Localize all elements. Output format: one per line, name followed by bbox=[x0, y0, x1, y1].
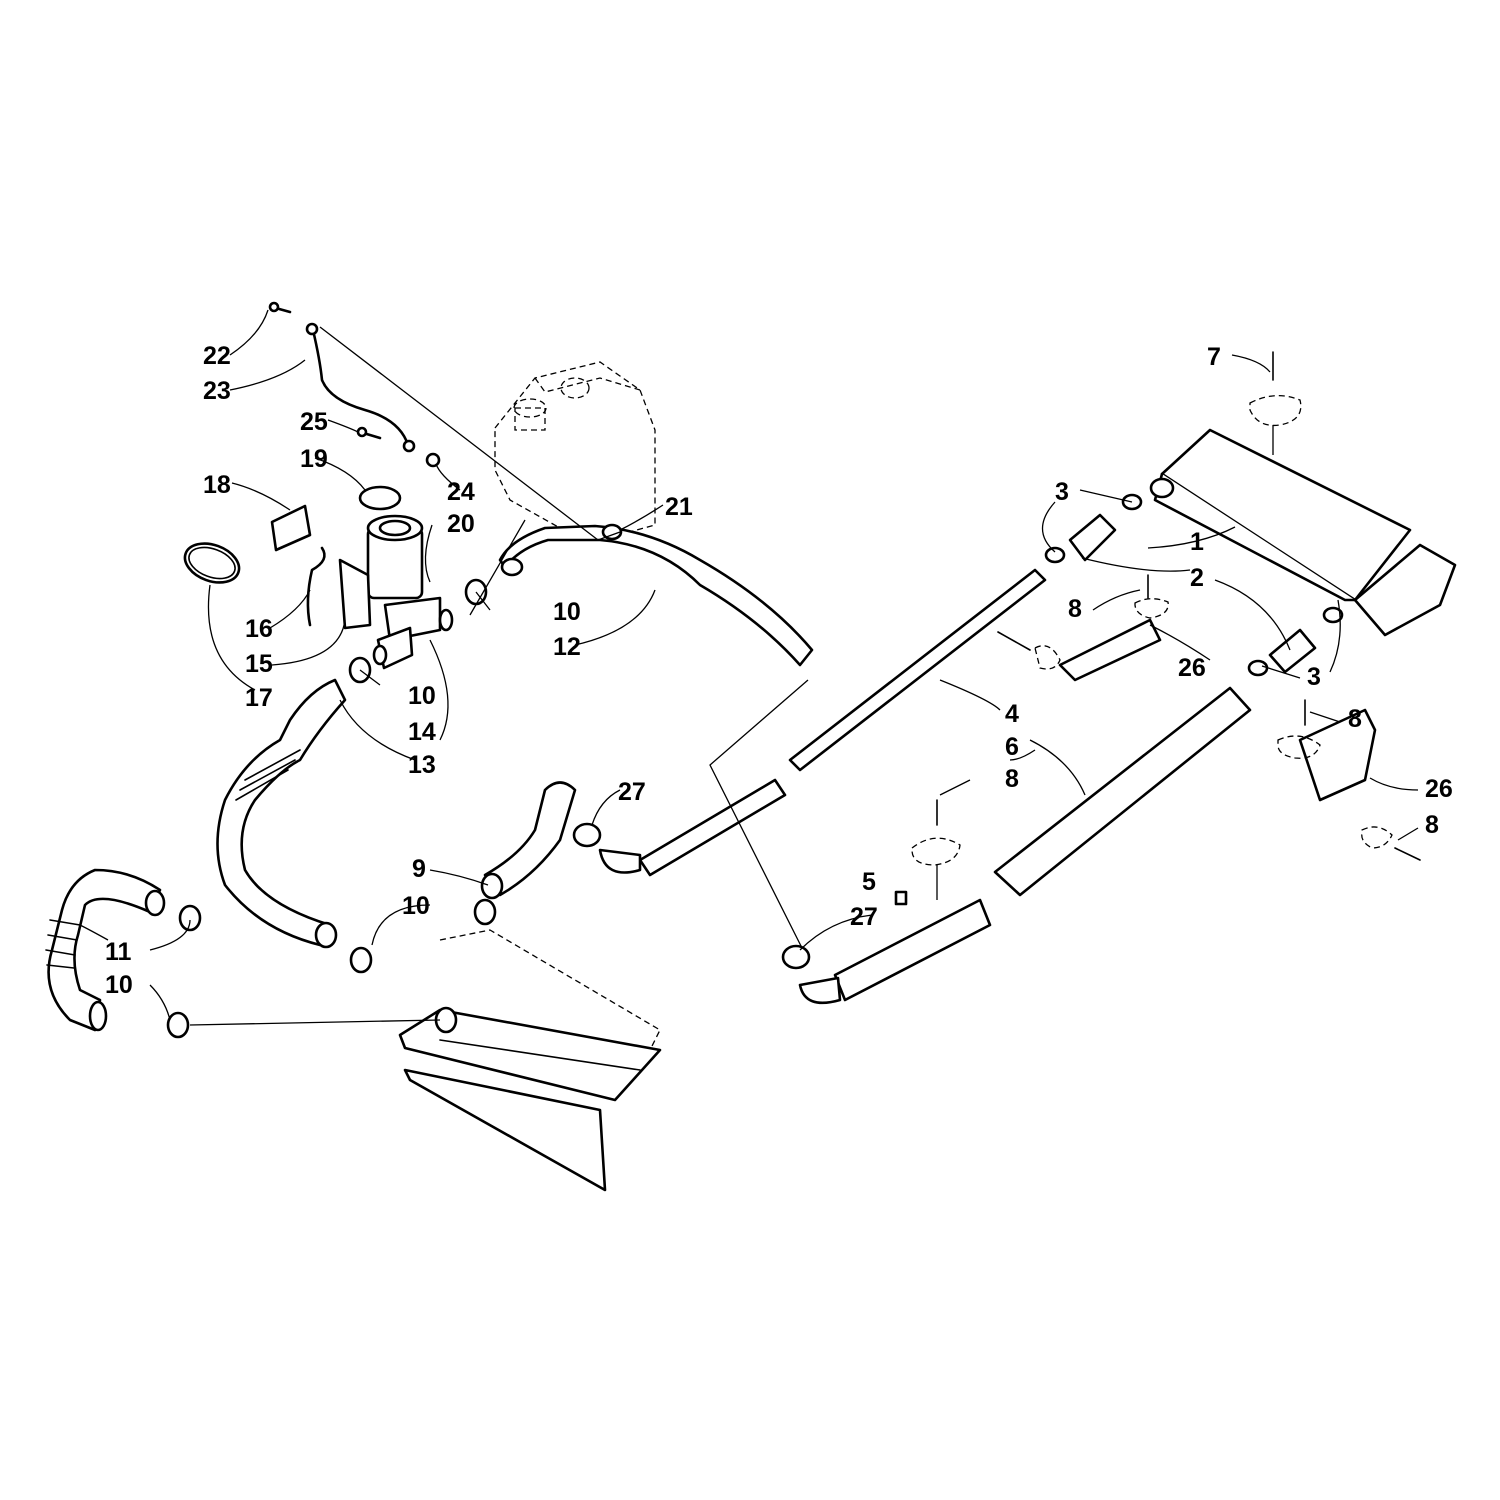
coolant-bottle bbox=[270, 485, 454, 670]
hose-return bbox=[216, 678, 347, 949]
callout-23: 23 bbox=[203, 377, 231, 405]
callout-8: 8 bbox=[1425, 811, 1439, 839]
hose-clamps bbox=[166, 578, 497, 1039]
callout-8: 8 bbox=[1348, 705, 1362, 733]
callout-3: 3 bbox=[1307, 663, 1321, 691]
heat-exchanger-upper bbox=[598, 568, 1047, 877]
callout-16: 16 bbox=[245, 615, 273, 643]
hose-upper bbox=[498, 523, 814, 667]
rivets-and-washers bbox=[911, 351, 1421, 866]
callout-12: 12 bbox=[553, 633, 581, 661]
callout-11: 11 bbox=[105, 938, 132, 966]
callout-27: 27 bbox=[850, 903, 878, 931]
callout-9: 9 bbox=[412, 855, 426, 883]
overflow-tube bbox=[268, 301, 441, 468]
callout-26: 26 bbox=[1425, 775, 1453, 803]
callout-4: 4 bbox=[1005, 700, 1019, 728]
callout-18: 18 bbox=[203, 471, 231, 499]
hoses-short bbox=[1044, 493, 1344, 677]
callout-24: 24 bbox=[447, 478, 475, 506]
hose-lower-left bbox=[45, 868, 166, 1032]
callout-10: 10 bbox=[105, 971, 133, 999]
callout-26: 26 bbox=[1178, 654, 1206, 682]
callout-2: 2 bbox=[1190, 564, 1204, 592]
callout-19: 19 bbox=[300, 445, 328, 473]
callout-13: 13 bbox=[408, 751, 436, 779]
tunnel-section bbox=[398, 929, 662, 1192]
callout-27: 27 bbox=[618, 778, 646, 806]
hose-mid bbox=[480, 781, 577, 900]
callout-25: 25 bbox=[300, 408, 328, 436]
callout-14: 14 bbox=[408, 718, 436, 746]
heat-exchanger-lower bbox=[798, 686, 1252, 1005]
callout-15: 15 bbox=[245, 650, 273, 678]
callout-10: 10 bbox=[402, 892, 430, 920]
leader-lines bbox=[79, 309, 1419, 1026]
callout-6: 6 bbox=[1005, 733, 1019, 761]
heat-exchanger-rear bbox=[1149, 428, 1457, 637]
callout-7: 7 bbox=[1207, 343, 1221, 371]
callout-3: 3 bbox=[1055, 478, 1069, 506]
callout-20: 20 bbox=[447, 510, 475, 538]
callout-22: 22 bbox=[203, 342, 231, 370]
coolant-tank-outline bbox=[494, 361, 656, 541]
mounting-brackets bbox=[1058, 618, 1377, 802]
callout-labels: 1 2 3 3 4 5 6 7 8 8 8 8 9 10 10 10 10 11… bbox=[105, 342, 1453, 999]
callout-8: 8 bbox=[1068, 595, 1082, 623]
callout-10: 10 bbox=[408, 682, 436, 710]
callout-1: 1 bbox=[1190, 528, 1204, 556]
callout-17: 17 bbox=[245, 684, 273, 712]
callout-21: 21 bbox=[665, 493, 693, 521]
clamp-band bbox=[183, 542, 241, 584]
callout-8: 8 bbox=[1005, 765, 1019, 793]
clamp-rings bbox=[572, 822, 811, 970]
callout-5: 5 bbox=[862, 868, 876, 896]
callout-10: 10 bbox=[553, 598, 581, 626]
